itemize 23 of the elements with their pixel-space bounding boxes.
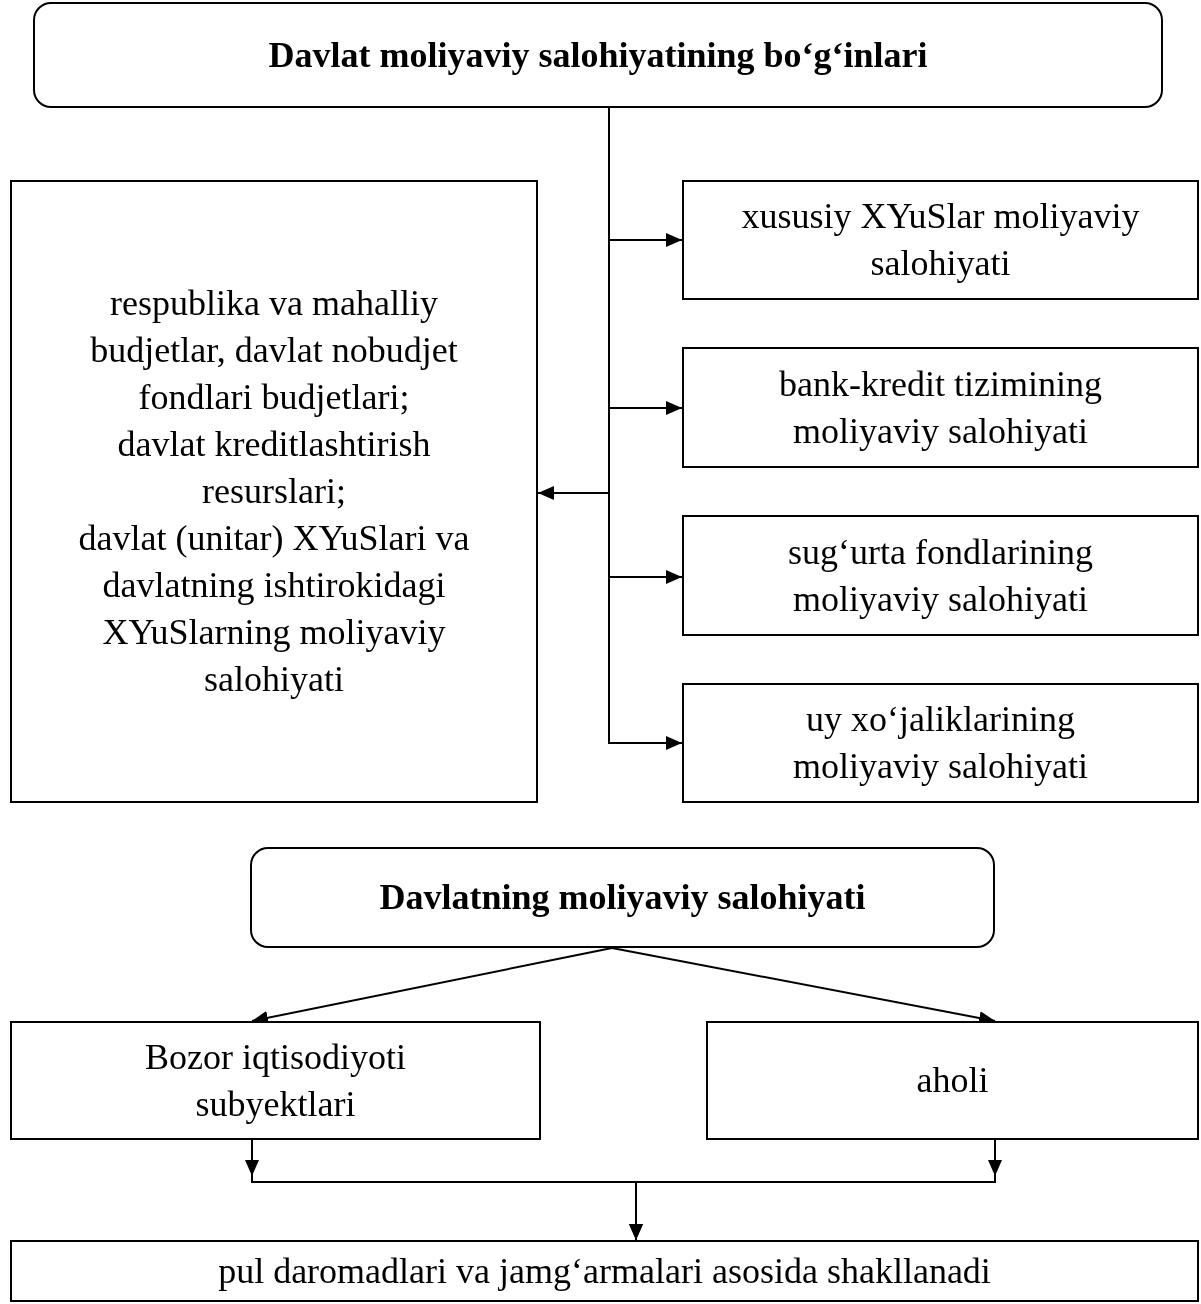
arrow (629, 1139, 1002, 1241)
heading-text: Davlat moliyaviy salohiyatining bo‘g‘inlari (268, 33, 928, 77)
process-box (682, 180, 1199, 300)
heading-text: Davlatning moliyaviy salohiyati (379, 876, 866, 919)
box-text: aholi (916, 1059, 989, 1102)
box-text: uy xo‘jaliklarining moliyaviy salohiyati (792, 698, 1089, 788)
rounded-box (33, 2, 1163, 108)
box-text: bank-kredit tizimining moliyaviy salohiyati (778, 362, 1103, 453)
box-text: sug‘urta fondlarining moliyaviy salohiyati (787, 530, 1094, 621)
process-box (10, 180, 538, 803)
box-text: davlat kreditlashtirish resurslari; (116, 423, 432, 513)
process-box (682, 683, 1199, 803)
box-text: respublika va mahalliy budjetlar, davlat nobudjet fondlari budjetlari; (89, 282, 459, 419)
process-box (682, 347, 1199, 468)
process-box (10, 1240, 1199, 1302)
process-box (10, 1021, 541, 1140)
rounded-box (250, 847, 995, 948)
box-text: davlat (unitar) XYuSlari va davlatning ishtirokidagi XYuSlarning moliyaviy salohiyati (77, 517, 471, 701)
process-box (706, 1021, 1199, 1140)
process-box (682, 515, 1199, 636)
box-text: Bozor iqtisodiyoti subyektlari (144, 1035, 407, 1126)
box-text: pul daromadlari va jamg‘armalari asosida shakllanadi (218, 1249, 991, 1293)
box-text: xususiy XYuSlar moliyaviy salohiyati (740, 195, 1141, 285)
